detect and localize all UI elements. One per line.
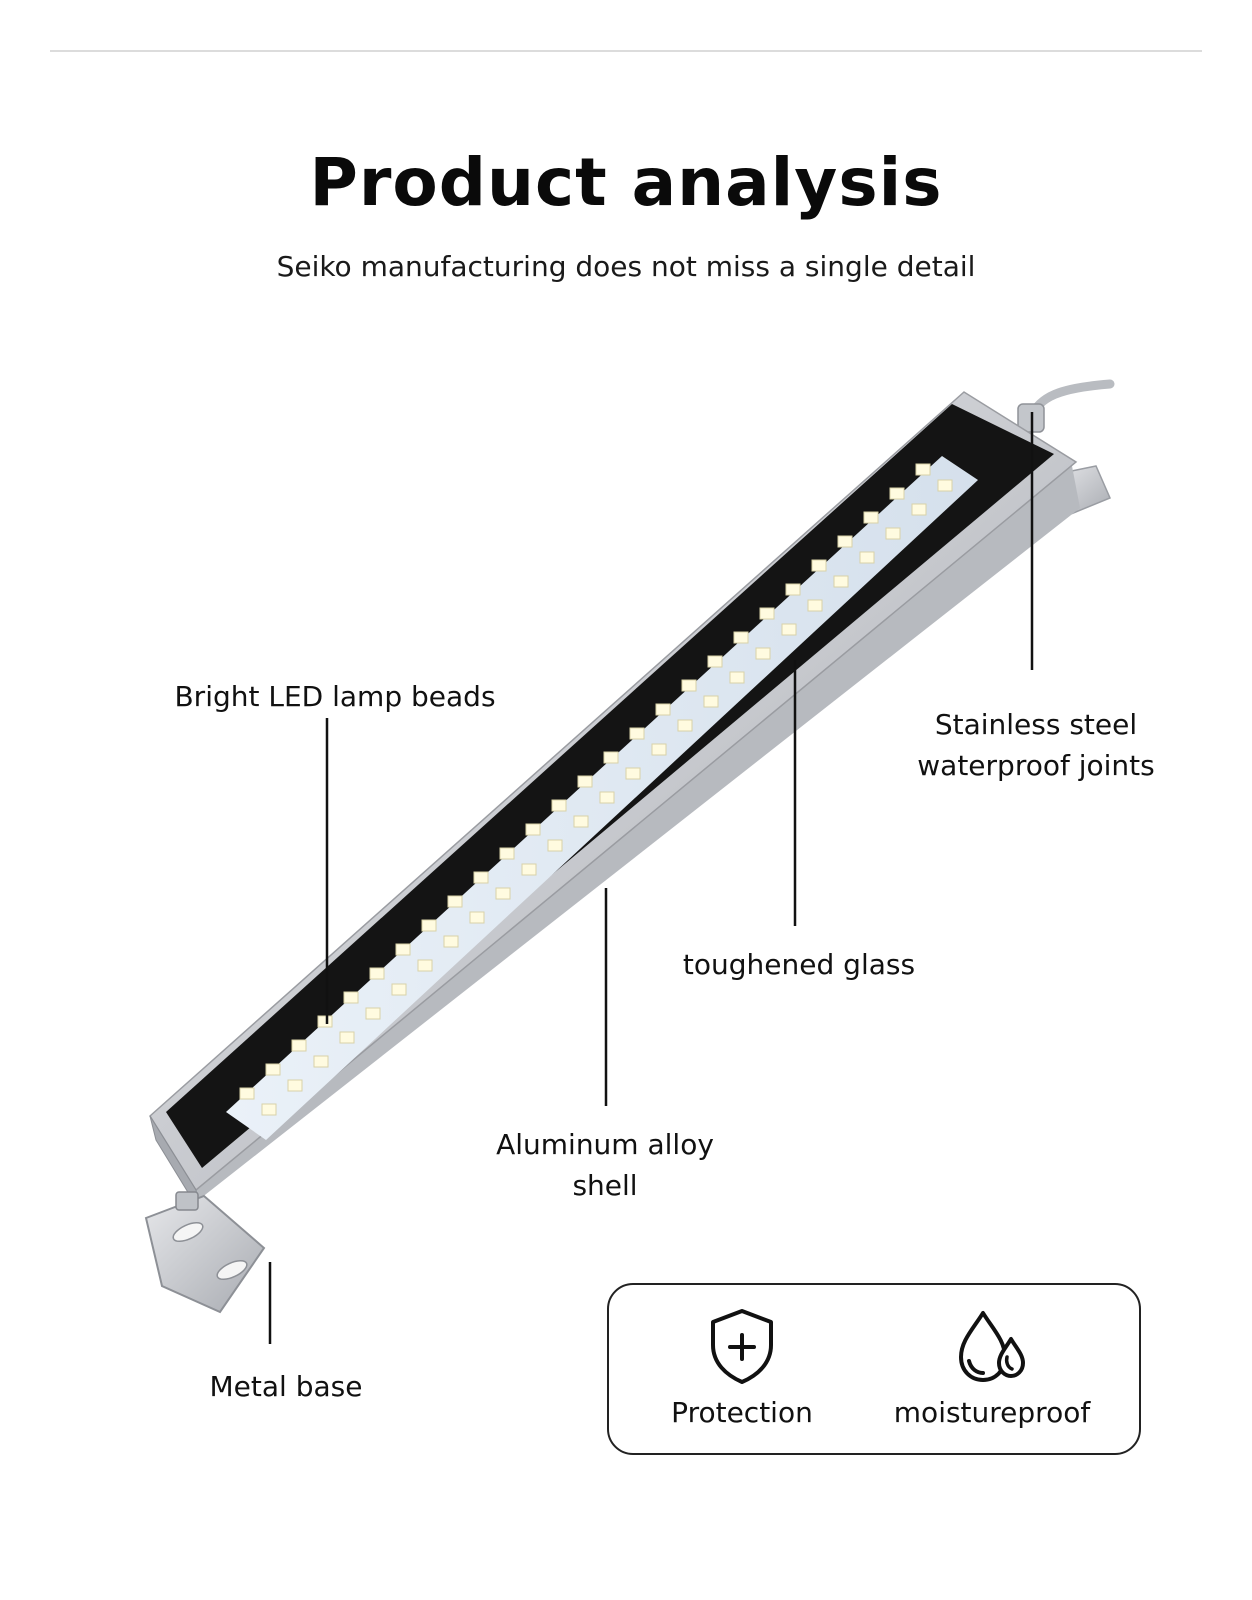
led-row-upper [239,463,931,1100]
base-screw [175,1191,199,1211]
feature-protection-label: Protection [671,1396,813,1429]
callout-led-beads: Bright LED lamp beads [174,680,496,713]
water-drops-icon [959,1311,1025,1382]
feature-moistureproof: moistureproof [867,1305,1117,1431]
top-divider [50,50,1202,52]
led-row-lower [261,479,953,1116]
callout-toughened-glass: toughened glass [682,948,916,981]
page-subtitle: Seiko manufacturing does not miss a sing… [276,250,976,283]
shield-plus-icon [711,1309,773,1384]
metal-base-plate [144,1194,266,1314]
callout-aluminum-shell: Aluminum alloy shell [496,1128,714,1202]
page-title: Product analysis [309,144,943,221]
base-slot-1 [172,1221,204,1243]
base-slot-2 [216,1259,248,1281]
callout-metal-base: Metal base [209,1370,363,1403]
feature-badges-panel: Protection moistureproof [607,1283,1141,1455]
callout-stainless-joints: Stainless steel waterproof joints [917,708,1155,782]
feature-moistureproof-label: moistureproof [893,1396,1091,1429]
feature-protection: Protection [617,1305,867,1431]
led-bead-rows [239,463,953,1116]
